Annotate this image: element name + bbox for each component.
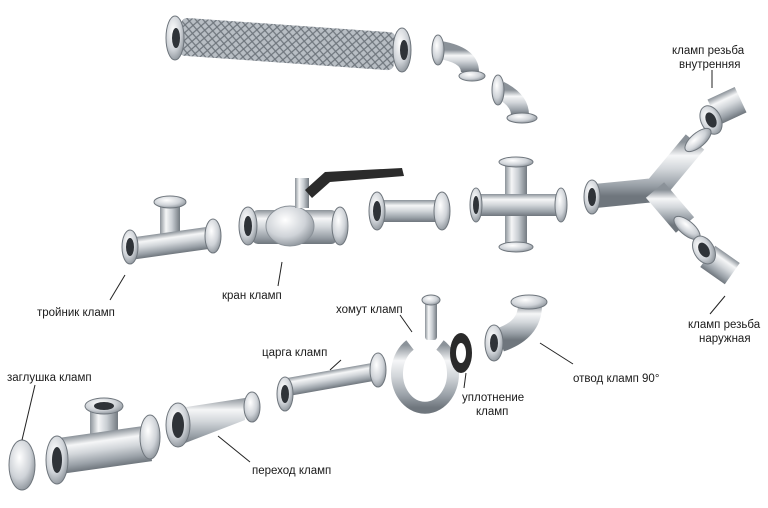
label-male-thread-line2: наружная	[699, 333, 751, 345]
label-clamp-ring: хомут кламп	[336, 304, 403, 316]
label-gasket-line1: уплотнение	[462, 392, 525, 404]
elbow-45-a	[431, 34, 486, 82]
label-male-thread-line1: кламп резьба	[688, 319, 761, 331]
y-fitting	[583, 127, 712, 241]
ball-valve	[238, 168, 404, 247]
label-valve: кран кламп	[222, 290, 282, 302]
elbow-90	[484, 294, 548, 362]
label-spool: царга кламп	[262, 347, 328, 359]
tee-large	[45, 397, 161, 485]
gasket	[450, 333, 472, 373]
label-tee: тройник кламп	[37, 307, 115, 319]
leader-lines	[21, 70, 726, 463]
tee-small	[121, 195, 222, 265]
label-end-cap: заглушка кламп	[7, 372, 92, 384]
reducer	[165, 391, 261, 448]
cross-fitting	[469, 156, 568, 253]
long-spool	[276, 352, 387, 412]
label-reducer: переход кламп	[252, 465, 332, 477]
female-thread-adapter	[699, 86, 747, 135]
label-female-thread-line2: внутренняя	[679, 59, 741, 71]
elbow-45-b	[491, 74, 538, 124]
male-thread-adapter	[692, 235, 740, 285]
label-female-thread-line1: кламп резьба	[672, 45, 745, 57]
braided-hose	[165, 15, 412, 73]
short-spool	[368, 191, 451, 231]
label-elbow-90: отвод кламп 90°	[573, 373, 660, 385]
label-gasket-line2: кламп	[476, 406, 509, 418]
clamp-ring	[391, 294, 459, 414]
end-cap	[8, 439, 36, 491]
